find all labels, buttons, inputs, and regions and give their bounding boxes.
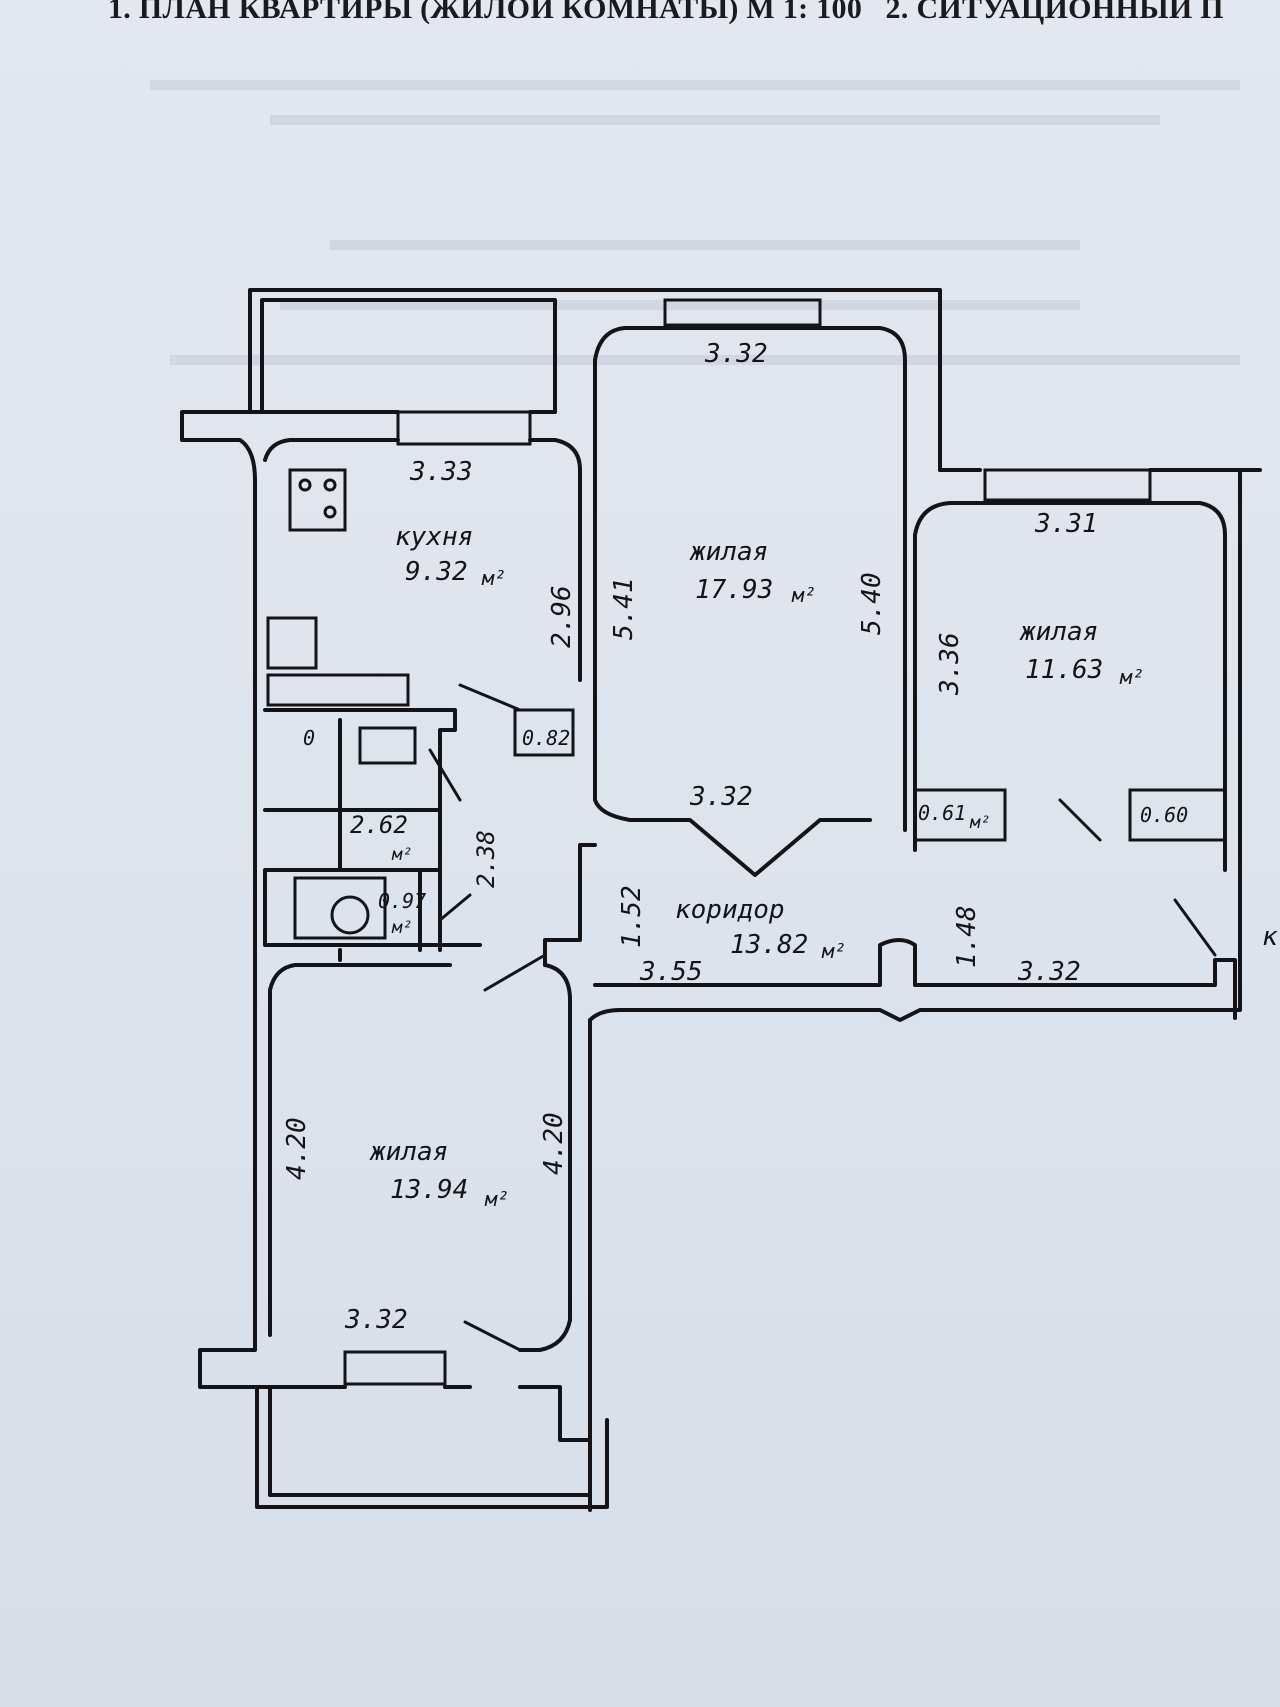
bathroom-area: 2.62 <box>350 811 408 839</box>
fixtures <box>266 468 1227 940</box>
living-center-walls <box>593 326 907 877</box>
living-center-bottom: 3.32 <box>689 782 753 812</box>
living-center-unit: м² <box>791 583 816 607</box>
show-through-lines <box>150 80 1240 365</box>
living-bottom-bottom: 3.32 <box>344 1305 408 1335</box>
living-right-name: жилая <box>1019 617 1098 647</box>
balcony-bottom-inner <box>268 1385 592 1497</box>
header-title: 1. ПЛАН КВАРТИРЫ (ЖИЛОЙ КОМНАТЫ) М 1: 10… <box>108 0 863 25</box>
bathroom-unit: м² <box>391 845 412 865</box>
corridor-unit: м² <box>821 939 846 963</box>
living-right-unit: м² <box>1119 665 1144 689</box>
corridor-right-dim: 1.48 <box>952 905 982 968</box>
living-bottom-left: 4.20 <box>282 1117 312 1180</box>
living-center-top: 3.32 <box>704 339 768 369</box>
bathroom-height: 2.38 <box>472 830 500 888</box>
toilet-unit: м² <box>391 918 412 938</box>
corridor-left-dim: 1.52 <box>617 885 647 948</box>
toilet-area: 0.97 <box>378 889 426 913</box>
corridor-bottom-right: 3.32 <box>1017 957 1081 987</box>
kitchen-width: 3.33 <box>409 457 473 487</box>
living-bottom-name: жилая <box>369 1137 448 1167</box>
corridor-area: 13.82 <box>730 930 808 960</box>
corridor-bottom-left: 3.55 <box>639 957 703 987</box>
living-right-left: 3.36 <box>935 632 965 696</box>
living-bottom-area: 13.94 <box>390 1175 468 1205</box>
corridor-labels: коридор 13.82 м² 1.52 1.48 3.55 3.32 <box>617 885 1081 987</box>
stove-mark: 0 <box>303 726 315 750</box>
living-center-left: 5.41 <box>609 577 639 640</box>
kitchen-area: 9.32 <box>405 557 468 587</box>
closet-kitchen-area: 0.82 <box>522 726 570 750</box>
kitchen-walls <box>263 438 582 682</box>
kitchen-name: кухня <box>395 522 473 552</box>
closet-mid-unit: м² <box>969 813 990 833</box>
door-swings <box>428 683 1217 1352</box>
closet-right-area: 0.60 <box>1140 803 1188 827</box>
corridor-name: коридор <box>675 895 785 925</box>
corridor-walls <box>543 843 1237 1020</box>
kitchen-labels: 3.33 кухня 9.32 м² 2.96 <box>395 457 577 648</box>
living-right-walls <box>913 468 1242 872</box>
living-bottom-unit: м² <box>484 1187 509 1211</box>
bathroom-walls <box>263 708 482 962</box>
living-center-labels: 3.32 жилая 17.93 м² 5.41 5.40 3.32 <box>609 339 887 812</box>
living-center-name: жилая <box>689 537 768 567</box>
living-bottom-labels: жилая 13.94 м² 4.20 4.20 3.32 <box>282 1112 569 1335</box>
balcony-top-inner <box>260 298 557 414</box>
wet-area-labels: 2.62 м² 2.38 0.97 м² 0 <box>303 726 500 938</box>
page-header: 1. ПЛАН КВАРТИРЫ (ЖИЛОЙ КОМНАТЫ) М 1: 10… <box>108 0 1280 36</box>
closet-labels: 0.82 0.61 м² 0.60 <box>522 726 1188 833</box>
balcony-bottom <box>255 1385 609 1509</box>
kitchen-unit: м² <box>481 566 506 590</box>
living-center-area: 17.93 <box>695 575 773 605</box>
balcony-top <box>248 288 942 472</box>
living-right-area: 11.63 <box>1025 655 1103 685</box>
edge-letter: к <box>1262 922 1278 952</box>
living-center-right: 5.40 <box>857 572 887 635</box>
closet-mid-area: 0.61 <box>918 801 966 825</box>
living-bottom-right: 4.20 <box>539 1112 569 1175</box>
living-bottom-walls <box>268 963 572 1352</box>
header-subtitle: 2. СИТУАЦИОННЫЙ П <box>885 0 1224 25</box>
kitchen-depth: 2.96 <box>547 585 577 648</box>
living-right-top: 3.31 <box>1034 509 1098 539</box>
living-right-labels: 3.31 жилая 11.63 м² 3.36 <box>935 509 1144 696</box>
windows <box>343 298 1152 1386</box>
